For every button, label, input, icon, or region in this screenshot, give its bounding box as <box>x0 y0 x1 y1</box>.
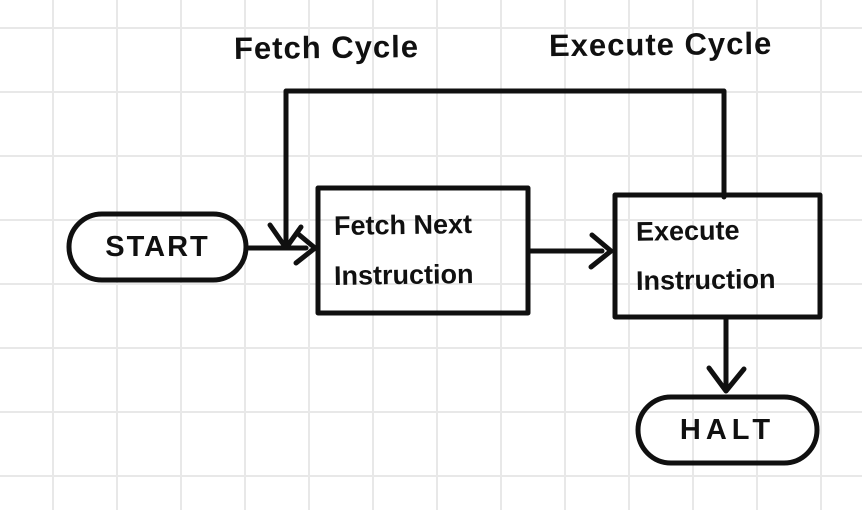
execute-node-label-line1: Execute <box>635 214 740 247</box>
start-node-label: START <box>105 230 210 263</box>
arrow-fetch-to-execute-head-icon <box>588 232 614 270</box>
execute-node-label: Execute Instruction <box>615 195 820 317</box>
loop-connector-line <box>283 88 727 246</box>
execute-process-box-shape <box>612 192 823 320</box>
execute-node-label-line2: Instruction <box>635 264 776 297</box>
fetch-node-label-line2: Instruction <box>333 259 474 292</box>
execute-cycle-annotation: Execute Cycle <box>548 25 773 64</box>
halt-terminator-shape <box>635 394 820 466</box>
arrow-start-to-fetch-head-icon <box>293 230 318 266</box>
start-terminator-shape <box>66 211 249 283</box>
fetch-node-label: Fetch Next Instruction <box>318 188 528 313</box>
fetch-cycle-annotation: Fetch Cycle <box>233 29 420 66</box>
arrow-execute-to-halt-head-icon <box>706 365 747 394</box>
halt-node-label: HALT <box>679 413 776 446</box>
fetch-node-label-line1: Fetch Next <box>333 208 473 241</box>
